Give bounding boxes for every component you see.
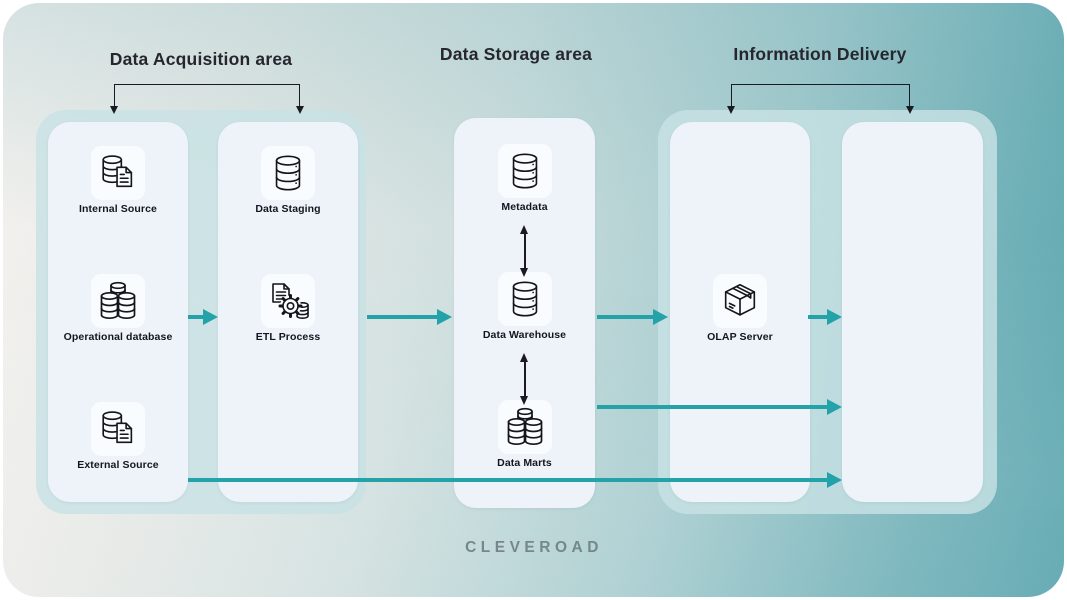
package-box-icon — [713, 274, 767, 328]
database-document-icon — [91, 146, 145, 200]
arrow-acquisition-to-storage — [367, 308, 452, 325]
node-internal-source: Internal Source — [48, 146, 188, 215]
arrow-down-icon — [110, 106, 118, 114]
database-stack-icon — [497, 400, 552, 454]
node-data-warehouse: Data Warehouse — [454, 272, 595, 341]
node-label: External Source — [77, 459, 159, 471]
node-data-marts: Data Marts — [454, 400, 595, 469]
node-label: Internal Source — [79, 203, 157, 215]
node-label: Operational database — [63, 331, 173, 343]
section-title-delivery: Information Delivery — [733, 44, 907, 64]
panel-presentation — [842, 122, 983, 502]
node-etl-process: ETL Process — [218, 274, 358, 343]
node-operational-database: Operational database — [48, 274, 188, 343]
arrow-storage-to-delivery — [597, 308, 668, 325]
arrow-sources-to-staging — [188, 308, 218, 325]
arrow-olap-to-presentation — [808, 308, 842, 325]
node-label: Metadata — [501, 201, 548, 213]
arrow-metadata-warehouse — [519, 225, 528, 277]
database-icon — [261, 146, 315, 200]
node-label: OLAP Server — [707, 331, 773, 343]
arrow-down-icon — [906, 106, 914, 114]
brand-logo: CLEVEROAD — [465, 539, 603, 556]
document-gear-database-icon — [261, 274, 315, 328]
panel-staging: Data Staging ETL Process — [218, 122, 358, 502]
bracket-acquisition — [110, 84, 304, 114]
node-data-staging: Data Staging — [218, 146, 358, 215]
node-label: Data Marts — [497, 457, 552, 469]
database-document-icon — [91, 402, 145, 456]
node-metadata: Metadata — [454, 144, 595, 213]
panel-data-sources: Internal Source Operational database Ext… — [48, 122, 188, 502]
database-icon — [497, 144, 552, 198]
node-label: Data Warehouse — [482, 329, 567, 341]
bracket-delivery — [727, 84, 914, 114]
database-stack-icon — [91, 274, 145, 328]
section-title-acquisition: Data Acquisition area — [109, 49, 293, 69]
panel-storage: Metadata Data Warehouse Data Marts — [454, 118, 595, 508]
arrow-down-icon — [296, 106, 304, 114]
node-label: Data Staging — [255, 203, 321, 215]
arrow-down-icon — [727, 106, 735, 114]
node-external-source: External Source — [48, 402, 188, 471]
node-olap-server: OLAP Server — [670, 274, 810, 343]
node-label: ETL Process — [255, 331, 321, 343]
section-title-storage: Data Storage area — [439, 44, 593, 64]
database-icon — [497, 272, 552, 326]
arrow-marts-to-presentation — [188, 471, 842, 488]
panel-olap: OLAP Server — [670, 122, 810, 502]
arrow-warehouse-to-presentation — [597, 398, 842, 415]
arrow-warehouse-marts — [519, 353, 528, 405]
